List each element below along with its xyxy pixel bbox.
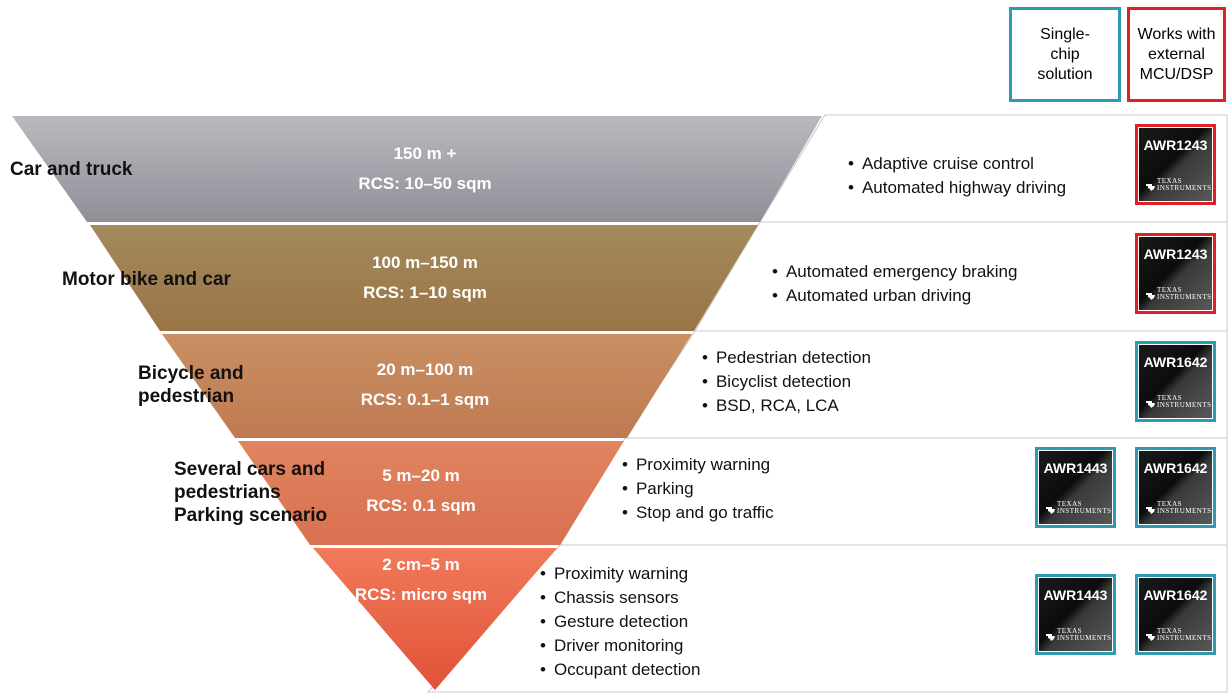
- tier-1-distance: 150 m +: [393, 144, 457, 163]
- tier-1-rcs: RCS: 10–50 sqm: [358, 174, 492, 193]
- tier-5-rcs: RCS: micro sqm: [354, 585, 488, 604]
- tier-band-1: [12, 116, 822, 222]
- ti-logo-icon: [1146, 634, 1155, 641]
- tier-1-applications: Adaptive cruise control Automated highwa…: [848, 152, 1066, 200]
- ti-logo-icon: [1046, 634, 1055, 641]
- application-item: Adaptive cruise control: [848, 152, 1066, 176]
- chip-tier-5-awr1443: AWR1443 TEXAS INSTRUMENTS: [1035, 574, 1116, 655]
- tier-4-title: Several cars and pedestrians Parking sce…: [174, 459, 328, 526]
- chip-tier-1-awr1243: AWR1243 TEXAS INSTRUMENTS: [1135, 124, 1216, 205]
- chip-tier-5-awr1642: AWR1642 TEXAS INSTRUMENTS: [1135, 574, 1216, 655]
- chip-part-number: AWR1443: [1043, 587, 1108, 603]
- ti-logo-icon: [1146, 184, 1155, 191]
- funnel-tiers: [12, 116, 822, 690]
- tier-band-4: [238, 441, 624, 545]
- tier-2-rcs: RCS: 1–10 sqm: [363, 283, 487, 302]
- application-item: Pedestrian detection: [702, 346, 871, 370]
- chip-tier-4-awr1642: AWR1642 TEXAS INSTRUMENTS: [1135, 447, 1216, 528]
- tier-band-5: [313, 548, 557, 690]
- application-item: Automated highway driving: [848, 176, 1066, 200]
- application-item: Chassis sensors: [540, 586, 700, 610]
- legend-external-mcu: Works with external MCU/DSP: [1127, 7, 1226, 102]
- chip-brand-wordmark: TEXAS INSTRUMENTS: [1157, 394, 1212, 409]
- application-item: Stop and go traffic: [622, 501, 774, 525]
- application-item: Driver monitoring: [540, 634, 700, 658]
- chip-part-number: AWR1443: [1043, 460, 1108, 476]
- tier-5-distance: 2 cm–5 m: [382, 555, 460, 574]
- chip-brand-wordmark: TEXAS INSTRUMENTS: [1157, 286, 1212, 301]
- application-item: Automated urban driving: [772, 284, 1017, 308]
- tier-5-applications: Proximity warning Chassis sensors Gestur…: [540, 562, 700, 682]
- tier-band-2: [90, 225, 758, 331]
- application-item: BSD, RCA, LCA: [702, 394, 871, 418]
- tier-3-distance: 20 m–100 m: [376, 360, 474, 379]
- chip-tier-4-awr1443: AWR1443 TEXAS INSTRUMENTS: [1035, 447, 1116, 528]
- chip-tier-3-awr1642: AWR1642 TEXAS INSTRUMENTS: [1135, 341, 1216, 422]
- legend-external-mcu-label: Works with external MCU/DSP: [1137, 25, 1216, 83]
- tier-2-distance: 100 m–150 m: [372, 253, 478, 272]
- tier-4-range: 5 m–20 m RCS: 0.1 sqm: [336, 461, 506, 521]
- ti-logo-icon: [1146, 401, 1155, 408]
- application-item: Proximity warning: [540, 562, 700, 586]
- chip-brand-wordmark: TEXAS INSTRUMENTS: [1057, 500, 1112, 515]
- chip-part-number: AWR1243: [1143, 137, 1208, 153]
- chip-brand-wordmark: TEXAS INSTRUMENTS: [1157, 177, 1212, 192]
- chip-face: AWR1443 TEXAS INSTRUMENTS: [1039, 451, 1112, 524]
- tier-band-3: [162, 334, 692, 438]
- tier-1-range: 150 m + RCS: 10–50 sqm: [340, 139, 510, 199]
- chip-tier-2-awr1243: AWR1243 TEXAS INSTRUMENTS: [1135, 233, 1216, 314]
- chip-brand-wordmark: TEXAS INSTRUMENTS: [1057, 627, 1112, 642]
- chip-brand-wordmark: TEXAS INSTRUMENTS: [1157, 627, 1212, 642]
- tier-2-range: 100 m–150 m RCS: 1–10 sqm: [340, 248, 510, 308]
- chip-face: AWR1642 TEXAS INSTRUMENTS: [1139, 451, 1212, 524]
- tier-5-range: 2 cm–5 m RCS: micro sqm: [336, 550, 506, 610]
- chip-part-number: AWR1642: [1143, 354, 1208, 370]
- ti-logo-icon: [1146, 293, 1155, 300]
- application-item: Parking: [622, 477, 774, 501]
- ti-logo-icon: [1046, 507, 1055, 514]
- application-item: Automated emergency braking: [772, 260, 1018, 284]
- tier-3-range: 20 m–100 m RCS: 0.1–1 sqm: [340, 355, 510, 415]
- tier-1-title: Car and truck: [10, 159, 133, 180]
- tier-3-rcs: RCS: 0.1–1 sqm: [360, 390, 490, 409]
- chip-part-number: AWR1642: [1143, 460, 1208, 476]
- application-item: Bicyclist detection: [702, 370, 871, 394]
- tier-3-applications: Pedestrian detection Bicyclist detection…: [702, 346, 871, 418]
- chip-face: AWR1443 TEXAS INSTRUMENTS: [1039, 578, 1112, 651]
- chip-face: AWR1243 TEXAS INSTRUMENTS: [1139, 237, 1212, 310]
- application-item: Occupant detection: [540, 658, 700, 682]
- tier-2-title: Motor bike and car: [62, 269, 231, 290]
- legend-single-chip: Single- chip solution: [1009, 7, 1121, 102]
- chip-face: AWR1243 TEXAS INSTRUMENTS: [1139, 128, 1212, 201]
- application-item: Proximity warning: [622, 453, 774, 477]
- chip-face: AWR1642 TEXAS INSTRUMENTS: [1139, 345, 1212, 418]
- chip-face: AWR1642 TEXAS INSTRUMENTS: [1139, 578, 1212, 651]
- chip-part-number: AWR1642: [1143, 587, 1208, 603]
- chip-brand-wordmark: TEXAS INSTRUMENTS: [1157, 500, 1212, 515]
- tier-4-distance: 5 m–20 m: [382, 466, 460, 485]
- tier-3-title: Bicycle and pedestrian: [138, 363, 244, 407]
- tier-2-applications: Automated emergency braking Automated ur…: [772, 260, 1018, 308]
- ti-logo-icon: [1146, 507, 1155, 514]
- tier-4-applications: Proximity warning Parking Stop and go tr…: [622, 453, 774, 525]
- tier-4-rcs: RCS: 0.1 sqm: [366, 496, 476, 515]
- application-item: Gesture detection: [540, 610, 700, 634]
- legend-single-chip-label: Single- chip solution: [1037, 25, 1093, 83]
- chip-part-number: AWR1243: [1143, 246, 1208, 262]
